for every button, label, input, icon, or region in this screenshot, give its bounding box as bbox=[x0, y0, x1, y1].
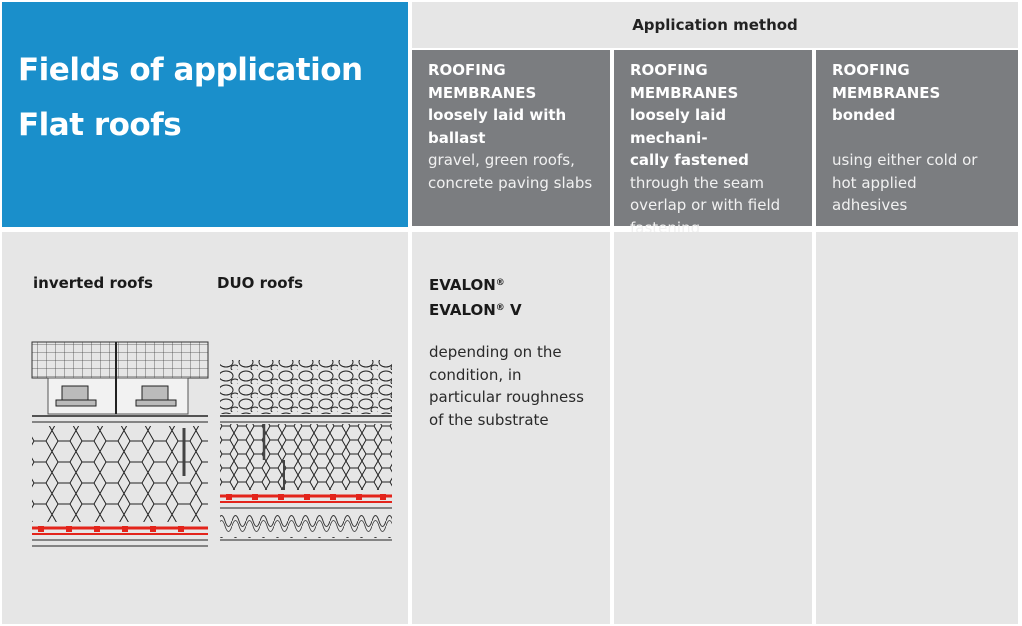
condition-line: particular roughness bbox=[429, 388, 584, 406]
column-detail-line: gravel, green roofs, bbox=[428, 151, 575, 169]
inverted-roof-diagram bbox=[31, 341, 209, 547]
product-name: EVALON bbox=[429, 276, 496, 294]
column-detail-line bbox=[832, 127, 1008, 150]
column-detail-line: using either cold or bbox=[832, 151, 978, 169]
inverted-roofs-label: inverted roofs bbox=[33, 274, 153, 292]
column-method-line: ballast bbox=[428, 128, 486, 147]
column-method-line: bonded bbox=[832, 106, 896, 124]
cell-bonded bbox=[816, 232, 1018, 624]
column-method-line: cally fastened bbox=[630, 151, 749, 169]
column-title-1: ROOFING bbox=[428, 61, 506, 79]
product-list: EVALON® EVALON® V bbox=[429, 272, 522, 322]
condition-note: depending on the condition, in particula… bbox=[429, 341, 599, 431]
cell-ballast bbox=[412, 232, 610, 624]
column-header-ballast: ROOFING MEMBRANES loosely laid with ball… bbox=[412, 50, 610, 226]
column-detail-line: adhesives bbox=[832, 196, 908, 214]
product-evalon-v: EVALON® V bbox=[429, 297, 522, 322]
column-header-bonded: ROOFING MEMBRANES bonded using either co… bbox=[816, 50, 1018, 226]
column-title-2: MEMBRANES bbox=[428, 83, 537, 102]
column-detail-line: through the seam bbox=[630, 173, 764, 192]
column-detail-line: hot applied bbox=[832, 173, 917, 192]
condition-line: depending on the bbox=[429, 343, 562, 361]
application-method-header: Application method bbox=[412, 2, 1018, 48]
column-detail-line: overlap or with field bbox=[630, 196, 781, 214]
title-block: Fields of application Flat roofs bbox=[2, 2, 408, 227]
column-detail-line: concrete paving slabs bbox=[428, 173, 593, 192]
cell-mechanical bbox=[614, 232, 812, 624]
registered-mark: ® bbox=[495, 278, 505, 288]
product-suffix: V bbox=[510, 301, 522, 319]
column-title-1: ROOFING bbox=[832, 61, 910, 79]
column-title-2: MEMBRANES bbox=[832, 83, 941, 102]
duo-roof-diagram bbox=[220, 360, 392, 541]
title-line-1: Fields of application bbox=[18, 52, 363, 88]
column-title-1: ROOFING bbox=[630, 61, 708, 79]
condition-line: condition, in bbox=[429, 365, 522, 384]
column-method-line: loosely laid mechani- bbox=[630, 106, 727, 147]
duo-roofs-label: DUO roofs bbox=[217, 274, 304, 292]
column-header-mechanical: ROOFING MEMBRANES loosely laid mechani- … bbox=[614, 50, 812, 237]
column-method-line: loosely laid with bbox=[428, 106, 567, 124]
condition-line: of the substrate bbox=[429, 410, 549, 429]
product-name: EVALON bbox=[429, 301, 496, 319]
column-title-2: MEMBRANES bbox=[630, 83, 739, 102]
product-evalon: EVALON® bbox=[429, 272, 522, 297]
title-line-2: Flat roofs bbox=[18, 107, 182, 143]
registered-mark: ® bbox=[495, 303, 505, 313]
